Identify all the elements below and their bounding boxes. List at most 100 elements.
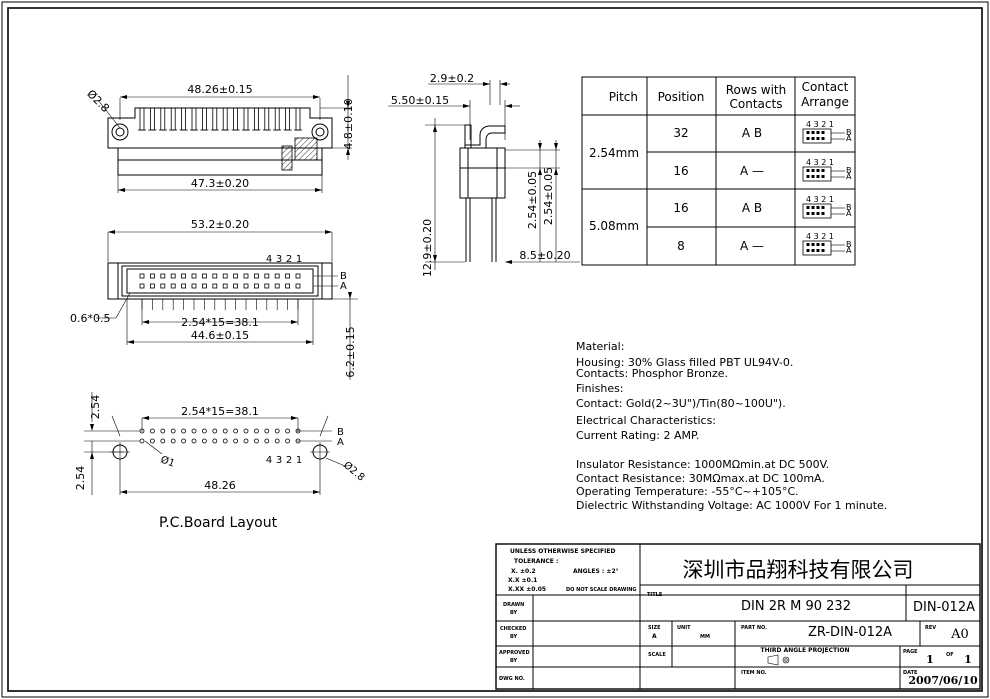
rows-3: A B xyxy=(742,201,762,215)
mini-pin-a xyxy=(811,249,815,252)
pin-row-b xyxy=(181,273,187,279)
tb-date-label: DATE xyxy=(903,670,918,676)
dim-pcb-width: 48.26 xyxy=(204,479,236,492)
pin-row-b xyxy=(295,273,301,279)
tb-part-label: PART NO. xyxy=(741,625,767,631)
pin-row-a xyxy=(285,283,291,289)
pcb-hole-b xyxy=(139,428,145,434)
tb-unit-value: MM xyxy=(700,634,710,640)
tb-unit-label: UNIT xyxy=(677,625,691,631)
pin-row-a xyxy=(233,283,239,289)
note-line: Operating Temperature: -55°C~+105°C. xyxy=(576,485,799,498)
dim-pcb-pitch-bottom: 2.54 xyxy=(74,466,87,491)
pin-row-b xyxy=(212,273,218,279)
pcb-hole-a xyxy=(181,438,187,444)
contact-finger xyxy=(181,107,187,131)
dim-pcb-pitch-top: 2.54 xyxy=(89,395,102,420)
pcb-hole-b xyxy=(274,428,280,434)
contact-arrange-icon: 4 3 2 1BA xyxy=(802,158,852,182)
projection-symbol-icon xyxy=(767,654,790,666)
pin-row-b xyxy=(191,273,197,279)
note-line: Contacts: Phosphor Bronze. xyxy=(576,367,728,380)
tb-approved: APPROVED xyxy=(499,650,530,656)
pcb-hole-a xyxy=(160,438,166,444)
pin-row-b xyxy=(160,273,166,279)
mini-b: B xyxy=(846,128,852,137)
dim-mid-width: 53.2±0.20 xyxy=(191,218,249,231)
pin-row-a xyxy=(191,283,197,289)
mini-box xyxy=(802,128,832,144)
tb-of-label: OF xyxy=(946,652,954,658)
dim-mid-base: 44.6±0.15 xyxy=(191,329,249,342)
mini-pin-b xyxy=(806,131,810,134)
pin-row-a xyxy=(274,283,280,289)
tb-xxx: X.XX ±0.05 xyxy=(508,586,546,593)
tb-company: 深圳市品翔科技有限公司 xyxy=(683,558,914,582)
contact-arrange-icon: 4 3 2 1BA xyxy=(802,232,852,256)
pin-row-a xyxy=(149,283,155,289)
mid-pin-1: 1 xyxy=(296,254,302,265)
pcb-hole-a xyxy=(285,438,291,444)
dim-top-height: 4.8±0.10 xyxy=(342,98,355,149)
note-line: Dielectric Withstanding Voltage: AC 1000… xyxy=(576,499,887,512)
tb-drawn-by: BY xyxy=(510,610,518,616)
mini-pin-a xyxy=(811,137,815,140)
mini-pin-b xyxy=(811,169,815,172)
mini-pin-a xyxy=(811,212,815,215)
pcb-hole-b xyxy=(233,428,239,434)
contact-finger xyxy=(274,107,280,131)
tb-tolerance: TOLERANCE : xyxy=(514,558,558,565)
note-line: Electrical Characteristics: xyxy=(576,414,716,427)
note-line: Housing: 30% Glass filled PBT UL94V-0. xyxy=(576,356,793,369)
tb-rev-label: REV xyxy=(925,625,936,631)
contact-finger xyxy=(222,107,228,131)
pcb-row-b: B xyxy=(337,427,344,438)
pcb-pin-1: 1 xyxy=(296,455,302,466)
tb-approved-by: BY xyxy=(510,658,518,664)
pin-row-a xyxy=(243,283,249,289)
pitch-254: 2.54mm xyxy=(589,146,639,160)
dim-top-base: 47.3±0.20 xyxy=(191,177,249,190)
tb-size-label: SIZE xyxy=(648,625,661,631)
contact-finger xyxy=(295,107,301,131)
pcb-hole-a xyxy=(253,438,259,444)
mini-pin-b xyxy=(816,243,820,246)
pin-row-b xyxy=(201,273,207,279)
contact-finger xyxy=(212,107,218,131)
pcb-hole-b xyxy=(285,428,291,434)
pcb-hole-a xyxy=(170,438,176,444)
dim-side-pitch-a: 2.54±0.05 xyxy=(526,171,539,229)
mini-pin-a xyxy=(821,249,825,252)
pcb-pin-2: 2 xyxy=(286,455,292,466)
inner-border xyxy=(7,7,983,692)
pin-row-a xyxy=(170,283,176,289)
mini-pin-a xyxy=(816,175,820,178)
pcb-pin-3: 3 xyxy=(276,455,282,466)
pcb-hole-a xyxy=(233,438,239,444)
pcb-hole-b xyxy=(253,428,259,434)
contact-arrange-icon: 4 3 2 1BA xyxy=(802,195,852,219)
dim-side-depth: 8.5±0.20 xyxy=(519,249,570,262)
mini-a: A xyxy=(846,134,852,143)
tb-unless: UNLESS OTHERWISE SPECIFIED xyxy=(510,548,615,555)
pin-row-b xyxy=(170,273,176,279)
top-view: 48.26±0.15 Ø2.8 4.8±0.10 47.3±0.20 xyxy=(84,75,355,193)
tb-drawn: DRAWN xyxy=(503,602,524,608)
dim-pcb-hole-big: Ø2.8 xyxy=(341,459,367,483)
pin-row-b xyxy=(243,273,249,279)
mini-pin-b xyxy=(806,206,810,209)
bottom-view: 53.2±0.20 4 3 2 1 B A 0.6*0.5 2.54*15=38… xyxy=(70,218,358,380)
mini-pin-b xyxy=(811,243,815,246)
dim-pcb-hole-small: Ø1 xyxy=(159,454,176,470)
pin-row-b xyxy=(233,273,239,279)
pin-row-b xyxy=(253,273,259,279)
pin-row-b xyxy=(264,273,270,279)
contact-finger xyxy=(201,107,207,131)
tb-dwg-label: DWG NO. xyxy=(499,676,525,682)
pin-row-a xyxy=(295,283,301,289)
pcb-hole-a xyxy=(201,438,207,444)
tb-xx: X.X ±0.1 xyxy=(508,577,537,584)
th-rows: Rows with xyxy=(726,83,786,97)
mid-pin-3: 3 xyxy=(276,254,282,265)
tb-doc-code: DIN-012A xyxy=(913,600,975,615)
